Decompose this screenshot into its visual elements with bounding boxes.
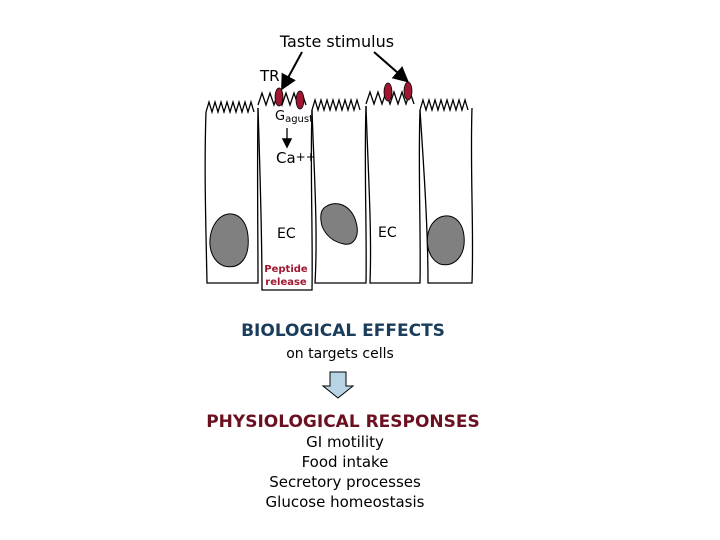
gagust-label: Gagust [275, 109, 313, 125]
cell-outline-4 [365, 105, 421, 284]
response-item: Food intake [301, 453, 389, 471]
responses-list: GI motility Food intake Secretory proces… [230, 432, 460, 512]
cell-outline-5 [419, 107, 474, 284]
peptide-release-line2: release [265, 277, 307, 288]
response-item: Secretory processes [269, 473, 421, 491]
receptor-3 [383, 82, 393, 102]
cell-outline-1 [204, 107, 259, 284]
receptor-2 [295, 90, 305, 110]
epithelium [204, 89, 474, 291]
stimulus-arrow-left [281, 51, 303, 91]
nucleus-3 [426, 215, 465, 266]
biological-effects-subtitle: on targets cells [286, 346, 394, 362]
receptor-1 [274, 87, 284, 107]
peptide-release-line1: Peptide [264, 264, 308, 275]
cell-outline-3 [311, 105, 367, 284]
physiological-responses-title: PHYSIOLOGICAL RESPONSES [206, 412, 480, 432]
stimulus-label: Taste stimulus [279, 32, 394, 51]
cell-outline-2 [257, 107, 313, 291]
receptor-4 [403, 81, 413, 101]
tr-label: TR [259, 67, 280, 85]
stimulus-arrow-right [373, 51, 410, 83]
down-block-arrow [321, 371, 355, 399]
nucleus-1 [209, 213, 249, 268]
ec-label-left: EC [277, 226, 296, 242]
calcium-label: Ca++ [276, 149, 316, 167]
ec-label-right: EC [378, 225, 397, 241]
biological-effects-title: BIOLOGICAL EFFECTS [241, 321, 445, 341]
response-item: Glucose homeostasis [265, 493, 425, 511]
response-item: GI motility [306, 433, 384, 451]
microvilli-border [205, 89, 469, 115]
nucleus-2 [320, 203, 358, 245]
